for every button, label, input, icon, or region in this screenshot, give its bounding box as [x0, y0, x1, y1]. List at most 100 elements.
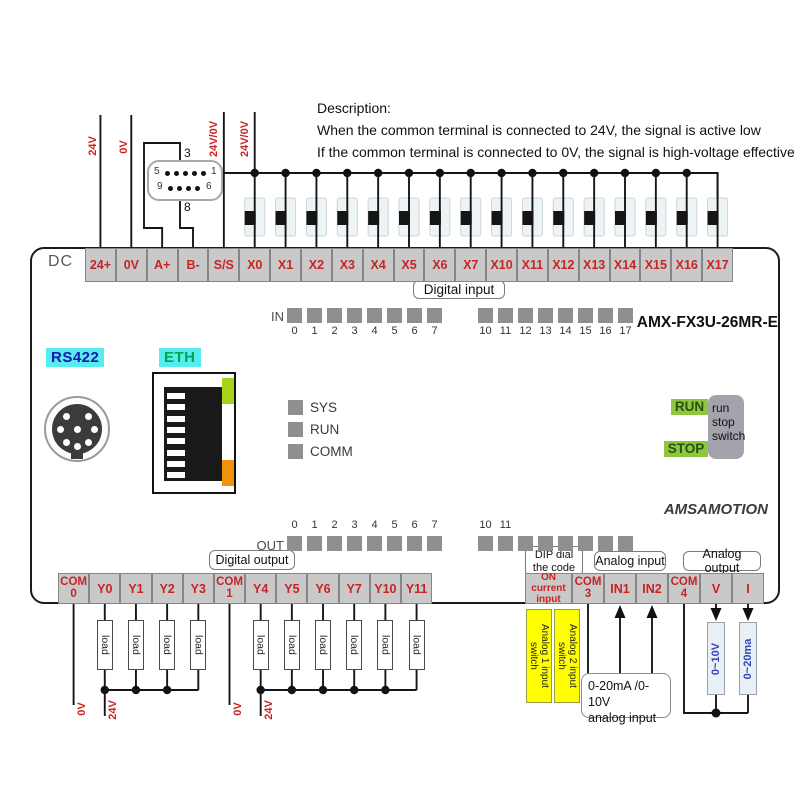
eth-pin [167, 426, 185, 433]
terminal-x12: X12 [547, 248, 579, 282]
junction-dot [256, 685, 265, 695]
in-led-number-4: 4 [371, 325, 378, 337]
junction-dot [404, 168, 414, 178]
out-led-3 [347, 536, 362, 551]
switch-text-1: run [712, 401, 730, 415]
load-box: load [127, 620, 144, 670]
junction-dot [381, 685, 390, 695]
db9-pin [174, 171, 179, 176]
db9-pin [177, 186, 182, 191]
analog-out-voltage-label: 0~10V [710, 642, 722, 675]
plc-body-outline [30, 247, 780, 604]
db9-pin [168, 186, 173, 191]
run-stop-switch: run stop switch [708, 395, 745, 459]
rs422-pin [91, 426, 98, 433]
arrow-head [646, 605, 658, 618]
db9-pin-number: 6 [206, 181, 212, 192]
analog-note-line1: 0-20mA /0-10V [588, 679, 650, 709]
terminal-x11: X11 [517, 248, 548, 282]
junction-dot [281, 168, 290, 178]
db9-pin-number: 1 [211, 166, 217, 177]
model-number: AMX-FX3U-26MR-E [636, 314, 778, 331]
out-led-8 [478, 536, 493, 551]
rs422-connector-icon [44, 396, 110, 462]
rs422-pin [85, 413, 92, 420]
wire-label-out1-24v: 24V [107, 700, 119, 720]
out-led-number-9: 11 [499, 519, 512, 531]
db9-pin-number: 9 [157, 181, 163, 192]
db9-pin8-label: 8 [184, 200, 191, 214]
in-led-6 [407, 308, 422, 323]
in-led-4 [367, 308, 382, 323]
terminal-y10: Y10 [369, 573, 401, 604]
eth-label: ETH [159, 348, 201, 367]
out-led-number-6: 6 [411, 519, 418, 531]
in-led-number-10: 12 [519, 325, 532, 337]
wire-label-24v: 24V [87, 136, 99, 156]
out-led-10 [518, 536, 533, 551]
out-led-0 [287, 536, 302, 551]
terminal-x16: X16 [671, 248, 703, 282]
junction-dot [620, 168, 630, 178]
out-led-number-3: 3 [351, 519, 358, 531]
load-box: load [96, 620, 113, 670]
out-led-number-2: 2 [331, 519, 338, 531]
junction-dot [682, 168, 691, 178]
ethernet-port-icon [152, 372, 236, 494]
junction-dot [100, 685, 109, 695]
rs422-pin [57, 426, 64, 433]
in-led-number-11: 13 [539, 325, 552, 337]
in-led-3 [347, 308, 362, 323]
in-led-2 [327, 308, 342, 323]
status-led-label-run: RUN [310, 422, 340, 437]
in-led-5 [387, 308, 402, 323]
in-led-number-13: 15 [579, 325, 592, 337]
analog-out-current-label: 0~20ma [742, 638, 754, 679]
eth-pin [167, 460, 185, 467]
analog-out-current-box: 0~20ma [739, 622, 757, 695]
out-led-number-5: 5 [391, 519, 398, 531]
terminal-x6: X6 [424, 248, 456, 282]
description-line-2: If the common terminal is connected to 0… [317, 144, 795, 160]
terminal-y1: Y1 [120, 573, 152, 604]
in-led-9 [498, 308, 513, 323]
db9-pin [186, 186, 191, 191]
in-led-number-0: 0 [291, 325, 298, 337]
out-led-4 [367, 536, 382, 551]
terminal-x0: X0 [239, 248, 271, 282]
terminal-y6: Y6 [307, 573, 339, 604]
terminal-y0: Y0 [89, 573, 121, 604]
terminal-24: 24+ [85, 248, 116, 282]
junction-dot [711, 708, 721, 718]
wire-label-out2-24v: 24V [263, 700, 275, 720]
status-led-label-sys: SYS [310, 400, 338, 415]
terminal-y3: Y3 [182, 573, 214, 604]
out-led-2 [327, 536, 342, 551]
junction-dot [559, 168, 568, 178]
junction-dot [350, 685, 359, 695]
out-led-6 [407, 536, 422, 551]
rs422-label: RS422 [46, 348, 105, 367]
junction-dot [435, 168, 445, 178]
analog-output-badge: Analog output [683, 547, 761, 575]
terminal-y2: Y2 [151, 573, 183, 604]
junction-dot [528, 168, 537, 178]
terminal-x15: X15 [640, 248, 672, 282]
status-led-sys [288, 400, 303, 415]
eth-pin [167, 438, 185, 445]
analog-note-line2: analog input [588, 711, 657, 725]
out-led-7 [427, 536, 442, 551]
analog-switch-1: Analog 1 input switch [526, 609, 552, 703]
terminal-x4: X4 [362, 248, 394, 282]
terminal-in2: IN2 [636, 573, 668, 604]
junction-dot [651, 168, 661, 178]
junction-dot [497, 168, 506, 178]
status-led-run [288, 422, 303, 437]
out-led-number-8: 10 [479, 519, 492, 531]
